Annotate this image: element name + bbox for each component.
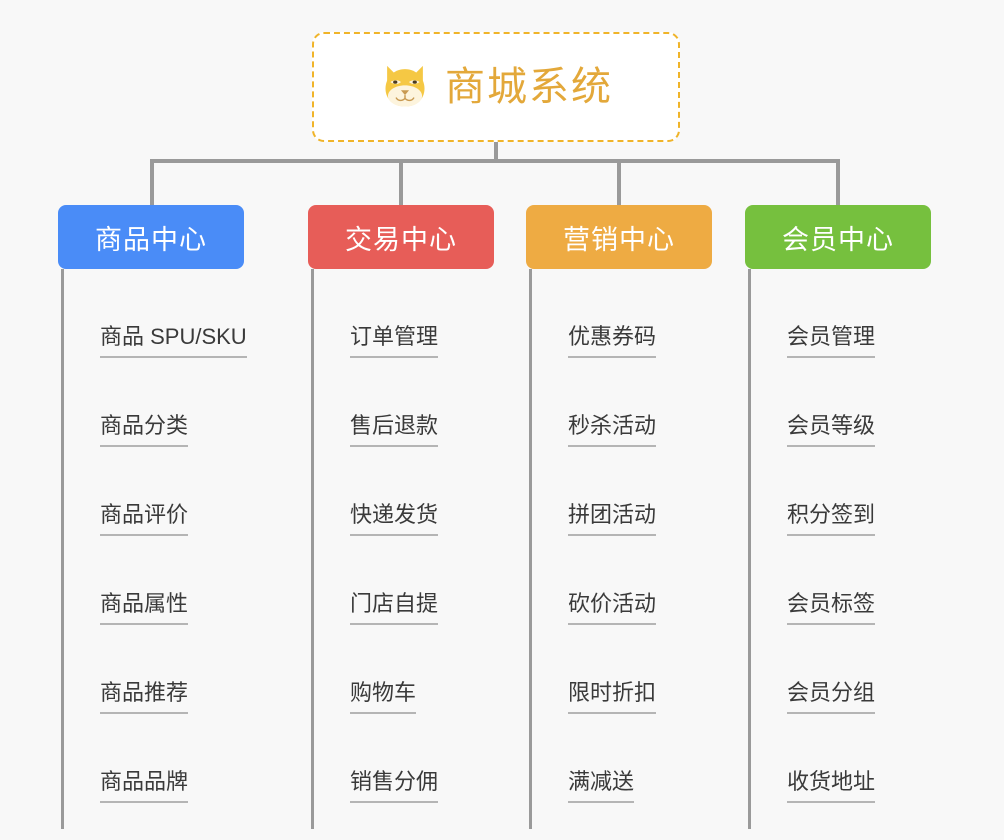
list-item[interactable]: 会员分组 [745,625,931,714]
list-item[interactable]: 商品评价 [58,447,244,536]
branch-column-member: 会员中心 会员管理 会员等级 积分签到 会员标签 会员分组 收货地址 [745,205,931,829]
root-node[interactable]: 商城系统 [312,32,680,142]
leaf-label: 会员等级 [787,412,876,447]
leaf-label: 会员标签 [787,590,876,625]
branch-header-member[interactable]: 会员中心 [745,205,931,269]
leaf-label: 快递发货 [350,501,439,536]
list-item[interactable]: 拼团活动 [526,447,712,536]
leaf-label: 限时折扣 [568,679,657,714]
leaf-label: 商品属性 [100,590,189,625]
branch-column-trade: 交易中心 订单管理 售后退款 快递发货 门店自提 购物车 销售分佣 [308,205,494,829]
leaf-label: 砍价活动 [568,590,657,625]
leaf-trunk-line [748,269,751,829]
list-item[interactable]: 会员标签 [745,536,931,625]
leaf-label: 拼团活动 [568,501,657,536]
leaf-label: 售后退款 [350,412,439,447]
list-item[interactable]: 门店自提 [308,536,494,625]
leaf-trunk-line [311,269,314,829]
list-item[interactable]: 购物车 [308,625,494,714]
connector-drop-4 [836,159,840,207]
connector-drop-1 [150,159,154,207]
leaf-label: 商品 SPU/SKU [100,323,247,358]
branch-header-label: 营销中心 [563,224,675,255]
connector-horizontal-bus [150,159,840,163]
list-item[interactable]: 会员管理 [745,269,931,358]
leaf-list-trade: 订单管理 售后退款 快递发货 门店自提 购物车 销售分佣 [308,269,494,829]
list-item[interactable]: 销售分佣 [308,714,494,803]
leaf-label: 优惠券码 [568,323,657,358]
list-item[interactable]: 商品属性 [58,536,244,625]
list-item[interactable]: 会员等级 [745,358,931,447]
leaf-label: 订单管理 [350,323,439,358]
shiba-inu-dog-face-icon [385,65,425,107]
leaf-label: 商品推荐 [100,679,189,714]
list-item[interactable]: 限时折扣 [526,625,712,714]
branch-header-label: 商品中心 [95,224,207,255]
list-item[interactable]: 秒杀活动 [526,358,712,447]
connector-drop-3 [617,159,621,207]
list-item[interactable]: 商品 SPU/SKU [58,269,247,358]
connector-drop-2 [399,159,403,207]
leaf-list-product: 商品 SPU/SKU 商品分类 商品评价 商品属性 商品推荐 商品品牌 [58,269,247,829]
branch-column-marketing: 营销中心 优惠券码 秒杀活动 拼团活动 砍价活动 限时折扣 满减送 [526,205,712,829]
connector-root-stem [494,142,498,162]
leaf-label: 积分签到 [787,501,876,536]
leaf-label: 销售分佣 [350,768,439,803]
leaf-label: 秒杀活动 [568,412,657,447]
branch-column-product: 商品中心 商品 SPU/SKU 商品分类 商品评价 商品属性 商品推荐 商品品牌 [58,205,247,829]
leaf-label: 商品品牌 [100,768,189,803]
leaf-trunk-line [61,269,64,829]
branch-header-marketing[interactable]: 营销中心 [526,205,712,269]
leaf-list-marketing: 优惠券码 秒杀活动 拼团活动 砍价活动 限时折扣 满减送 [526,269,712,829]
list-item[interactable]: 商品品牌 [58,714,244,803]
list-item[interactable]: 商品分类 [58,358,244,447]
branch-header-label: 交易中心 [345,224,457,255]
list-item[interactable]: 收货地址 [745,714,931,803]
leaf-label: 会员管理 [787,323,876,358]
leaf-list-member: 会员管理 会员等级 积分签到 会员标签 会员分组 收货地址 [745,269,931,829]
leaf-label: 购物车 [350,679,417,714]
branch-header-trade[interactable]: 交易中心 [308,205,494,269]
leaf-label: 会员分组 [787,679,876,714]
list-item[interactable]: 售后退款 [308,358,494,447]
list-item[interactable]: 积分签到 [745,447,931,536]
branch-header-label: 会员中心 [782,224,894,255]
list-item[interactable]: 订单管理 [308,269,494,358]
leaf-label: 门店自提 [350,590,439,625]
list-item[interactable]: 商品推荐 [58,625,244,714]
list-item[interactable]: 优惠券码 [526,269,712,358]
leaf-label: 收货地址 [787,768,876,803]
list-item[interactable]: 满减送 [526,714,712,803]
list-item[interactable]: 快递发货 [308,447,494,536]
branch-header-product[interactable]: 商品中心 [58,205,244,269]
leaf-label: 商品分类 [100,412,189,447]
list-item[interactable]: 砍价活动 [526,536,712,625]
leaf-label: 商品评价 [100,501,189,536]
leaf-trunk-line [529,269,532,829]
root-title: 商城系统 [445,65,613,109]
leaf-label: 满减送 [568,768,635,803]
